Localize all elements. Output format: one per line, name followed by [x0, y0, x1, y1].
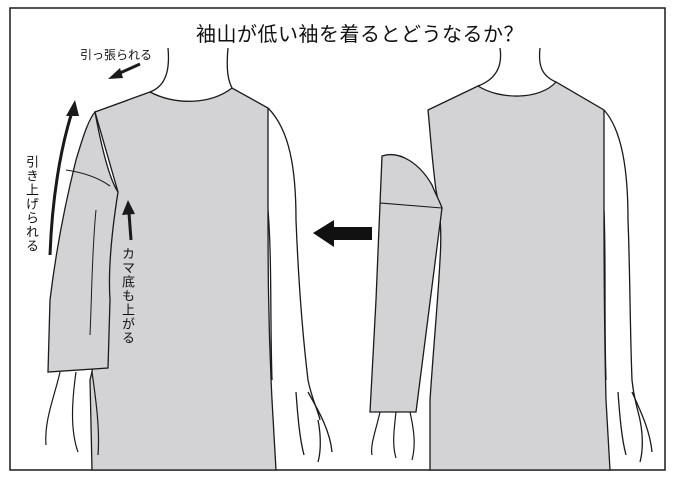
armpit-rises-label: カマ底も上がる [119, 247, 134, 345]
left-hand-under-sleeve [45, 371, 100, 456]
right-neck-outline-right [538, 47, 557, 83]
left-bare-hand [295, 391, 333, 463]
pulled-arrow [108, 62, 141, 79]
diagram-title: 袖山が低い袖を着るとどうなるか？ [196, 22, 524, 46]
left-sleeve-armhole-line [65, 169, 111, 187]
armpit-rises-arrow [122, 200, 135, 241]
left-figure [149, 47, 333, 463]
lifted-arrow [48, 100, 79, 256]
left-neck-outline [149, 47, 170, 93]
right-sleeve-cap-line [379, 202, 443, 209]
left-neck-outline-right [226, 47, 233, 89]
pulled-label: 引っ張られる [80, 48, 153, 62]
left-bare-arm-inner [267, 209, 273, 381]
right-bare-hand [617, 391, 653, 463]
left-bare-arm-outline [267, 107, 321, 421]
left-garment-body [89, 87, 277, 471]
right-neck-outline [477, 47, 502, 87]
transition-arrow [313, 220, 372, 247]
right-garment-body [427, 81, 611, 471]
right-hand-under-sleeve [371, 411, 415, 461]
lifted-label: 引き上げられる [23, 155, 38, 253]
left-raised-sleeve [47, 110, 119, 373]
left-sleeve-fold-line [89, 209, 97, 336]
